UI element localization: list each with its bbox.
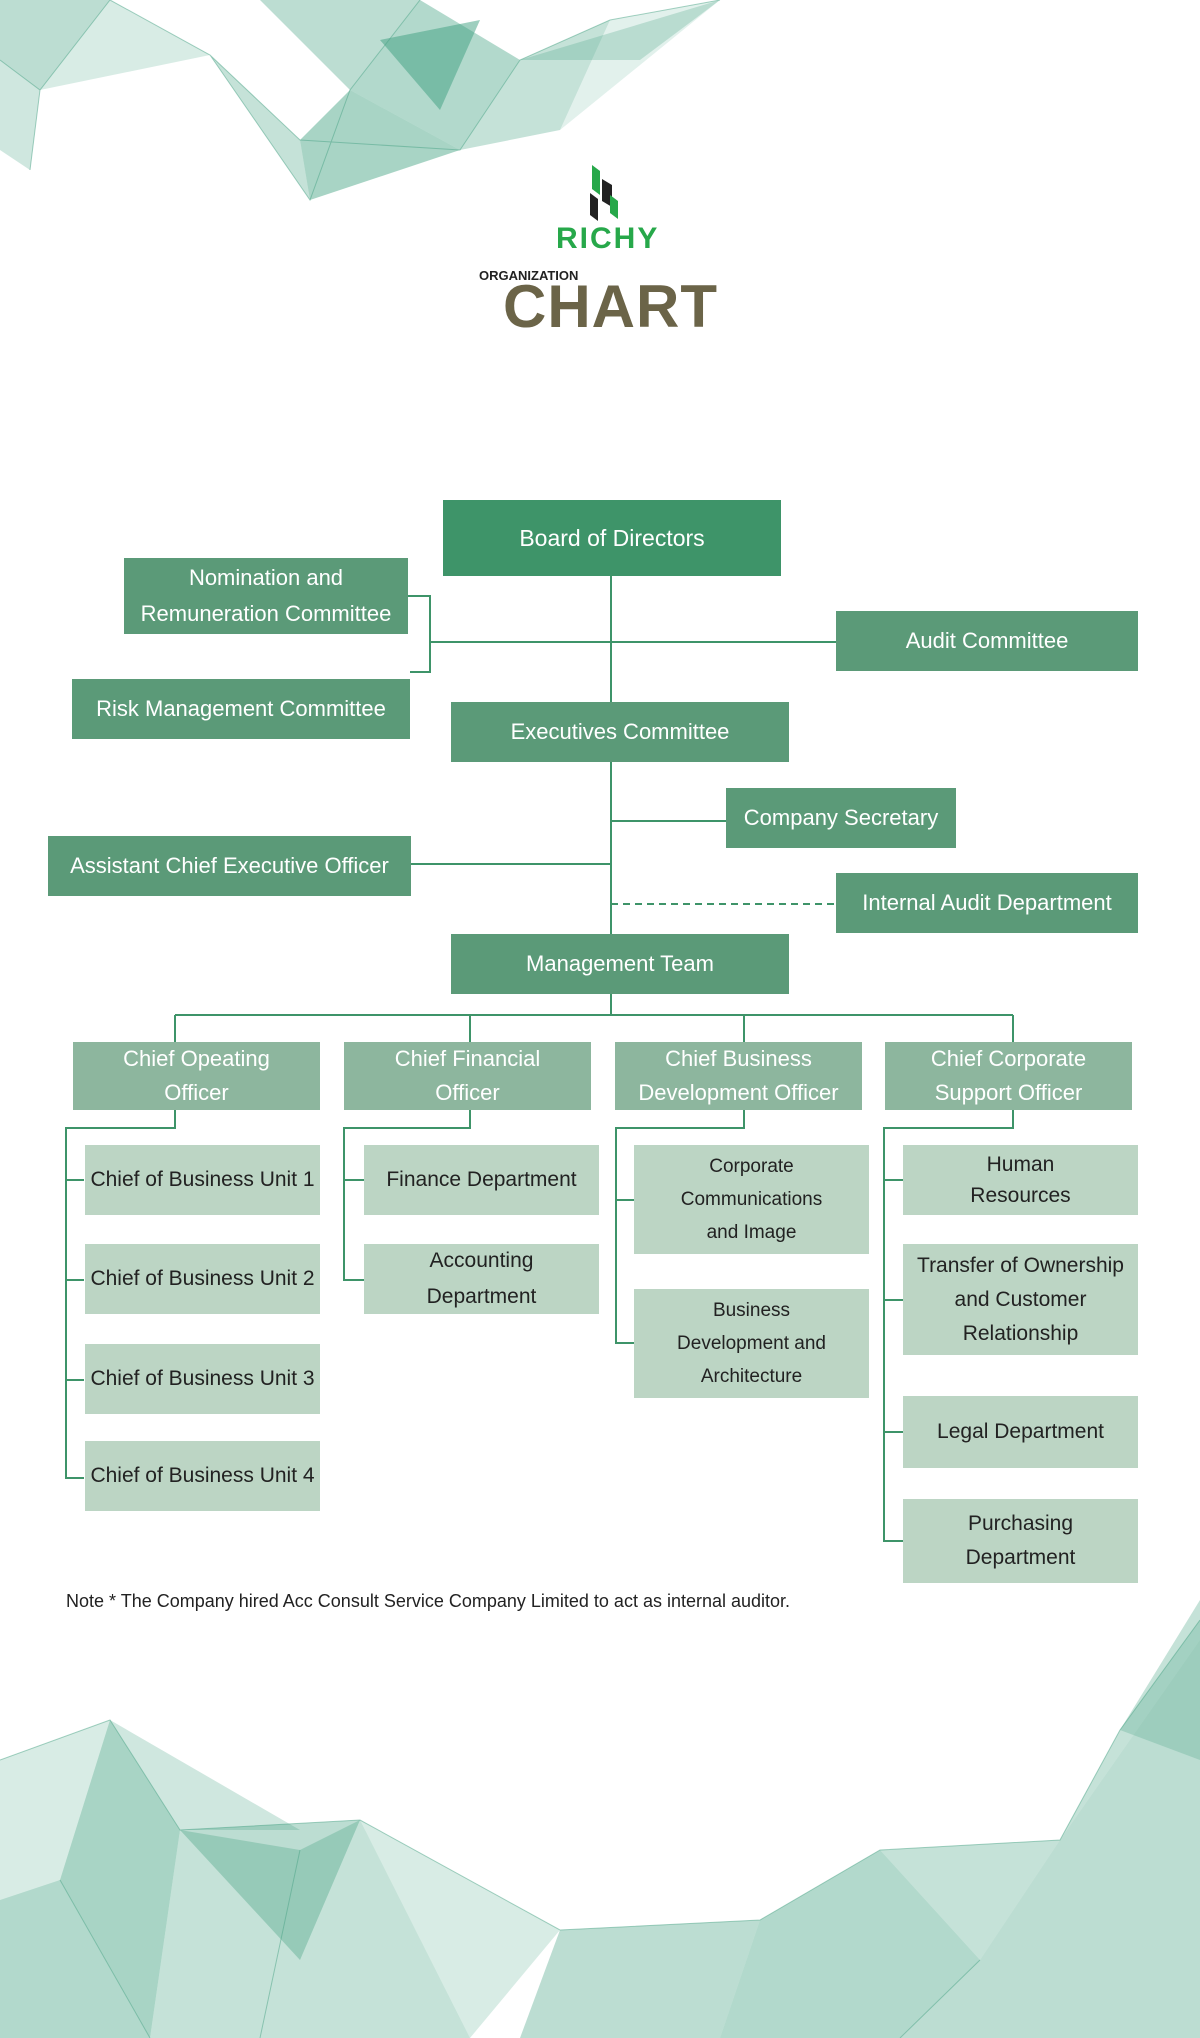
business-unit-1-label: Chief of Business Unit 1 [90, 1168, 315, 1191]
internal-audit-department-label: Internal Audit Department [862, 890, 1112, 915]
management-team-box: Management Team [451, 934, 789, 994]
risk-management-committee-label: Risk Management Committee [96, 696, 386, 721]
business-unit-3-box: Chief of Business Unit 3 [85, 1344, 320, 1414]
business-unit-4-box: Chief of Business Unit 4 [85, 1441, 320, 1511]
executives-committee-box: Executives Committee [451, 702, 789, 762]
purchasing-line-1: Purchasing [967, 1512, 1074, 1535]
purchasing-line-2: Department [965, 1546, 1076, 1569]
corporate-communications-box: Corporate Communications and Image [634, 1145, 869, 1254]
accounting-line-2: Department [426, 1285, 537, 1308]
purchasing-department-box: Purchasing Department [903, 1499, 1138, 1583]
ccso-line-2: Support Officer [934, 1080, 1083, 1105]
business-development-box: Business Development and Architecture [634, 1289, 869, 1398]
internal-audit-department-box: Internal Audit Department [836, 873, 1138, 933]
human-resources-box: Human Resources [903, 1145, 1138, 1215]
cfo-line-2: Officer [435, 1080, 500, 1105]
assistant-ceo-label: Assistant Chief Executive Officer [70, 853, 389, 878]
hr-line-2: Resources [970, 1184, 1071, 1207]
hr-line-1: Human [986, 1153, 1055, 1176]
business-unit-2-label: Chief of Business Unit 2 [90, 1267, 315, 1290]
chart-title: CHART [503, 273, 718, 340]
executives-committee-label: Executives Committee [510, 719, 730, 744]
nomination-committee-line-2: Remuneration Committee [140, 601, 392, 626]
risk-management-committee-box: Risk Management Committee [72, 679, 410, 739]
business-unit-4-label: Chief of Business Unit 4 [90, 1464, 315, 1487]
transfer-of-ownership-box: Transfer of Ownership and Customer Relat… [903, 1244, 1138, 1355]
legal-department-label: Legal Department [937, 1420, 1104, 1443]
chief-operating-officer-box: Chief Opeating Officer [73, 1042, 320, 1110]
assistant-ceo-box: Assistant Chief Executive Officer [48, 836, 411, 896]
transfer-line-1: Transfer of Ownership [917, 1253, 1124, 1277]
bus-dev-line-2: Development and [677, 1333, 826, 1354]
corp-comm-line-1: Corporate [709, 1156, 794, 1177]
legal-department-box: Legal Department [903, 1396, 1138, 1468]
corp-comm-line-3: and Image [706, 1222, 797, 1243]
transfer-line-3: Relationship [962, 1321, 1079, 1345]
accounting-department-box: Accounting Department [364, 1244, 599, 1314]
coo-line-2: Officer [164, 1080, 229, 1105]
accounting-line-1: Accounting [429, 1249, 534, 1272]
business-unit-1-box: Chief of Business Unit 1 [85, 1145, 320, 1215]
chief-financial-officer-box: Chief Financial Officer [344, 1042, 591, 1110]
management-team-label: Management Team [526, 951, 714, 976]
board-of-directors-box: Board of Directors [443, 500, 781, 576]
richy-logo-icon [590, 165, 618, 221]
bus-dev-line-3: Architecture [700, 1366, 803, 1387]
transfer-line-2: and Customer [954, 1287, 1087, 1311]
coo-line-1: Chief Opeating [123, 1046, 270, 1071]
company-secretary-label: Company Secretary [743, 805, 939, 830]
cfo-line-1: Chief Financial [394, 1046, 541, 1071]
footnote: Note * The Company hired Acc Consult Ser… [66, 1591, 791, 1611]
board-of-directors-label: Board of Directors [519, 525, 705, 551]
company-secretary-box: Company Secretary [726, 788, 956, 848]
finance-department-label: Finance Department [386, 1168, 577, 1191]
business-unit-2-box: Chief of Business Unit 2 [85, 1244, 320, 1314]
audit-committee-box: Audit Committee [836, 611, 1138, 671]
business-unit-3-label: Chief of Business Unit 3 [90, 1367, 315, 1390]
cbdo-line-1: Chief Business [665, 1046, 812, 1071]
chief-corporate-support-officer-box: Chief Corporate Support Officer [885, 1042, 1132, 1110]
nomination-committee-line-1: Nomination and [188, 565, 344, 590]
cbdo-line-2: Development Officer [638, 1080, 839, 1105]
audit-committee-label: Audit Committee [905, 628, 1069, 653]
nomination-committee-box: Nomination and Remuneration Committee [124, 558, 408, 634]
corp-comm-line-2: Communications [680, 1189, 823, 1210]
chief-business-development-officer-box: Chief Business Development Officer [615, 1042, 862, 1110]
finance-department-box: Finance Department [364, 1145, 599, 1215]
bus-dev-line-1: Business [712, 1300, 791, 1321]
chart-subtitle: ORGANIZATION [479, 268, 579, 283]
brand-name: RICHY [556, 222, 660, 255]
ccso-line-1: Chief Corporate [930, 1046, 1087, 1071]
